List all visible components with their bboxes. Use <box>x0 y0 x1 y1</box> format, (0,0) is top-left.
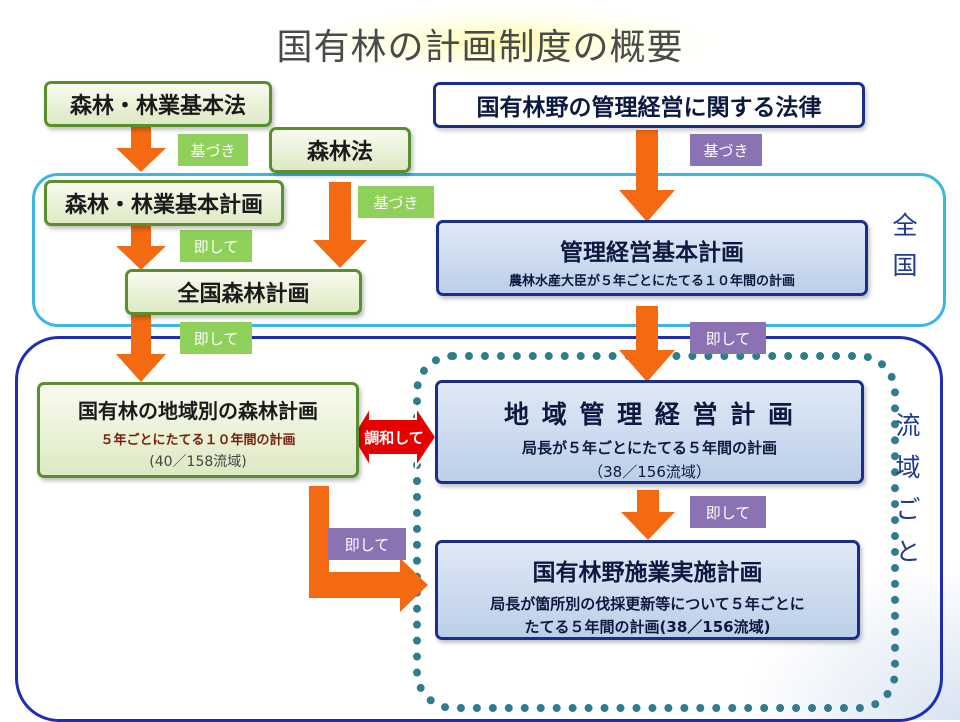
forest-basic-plan-box: 森林・林業基本計画 <box>44 180 284 226</box>
regional-management-plan-note: （38／156流域） <box>588 463 711 481</box>
basin-label: 流 域 ご と <box>888 412 928 566</box>
forest-law-label: 森林法 <box>306 140 373 165</box>
implementation-plan-title: 国有林野施業実施計画 <box>532 560 763 586</box>
title-glow <box>300 6 720 76</box>
accord-tag: 即して <box>690 496 766 528</box>
arrow-down <box>116 226 166 270</box>
regional-forest-plan-box: 国有林の地域別の森林計画 ５年ごとにたてる１０年間の計画 (40／158流域) <box>37 382 359 478</box>
national-label-char: 国 <box>892 251 918 280</box>
arrow-down <box>621 490 675 540</box>
arrow-down <box>619 306 675 382</box>
based-on-tag: 基づき <box>358 186 434 218</box>
regional-forest-plan-sub: ５年ごとにたてる１０年間の計画 <box>100 433 296 448</box>
harmony-label: 調和して <box>364 429 424 447</box>
implementation-plan-box: 国有林野施業実施計画 局長が箇所別の伐採更新等について５年ごとに たてる５年間の… <box>435 540 860 640</box>
regional-management-plan-box: 地 域 管 理 経 営 計 画 局長が５年ごとにたてる５年間の計画 （38／15… <box>435 380 864 484</box>
basin-label-char: 域 <box>895 453 921 482</box>
regional-management-plan-sub: 局長が５年ごとにたてる５年間の計画 <box>521 439 777 457</box>
arrow-down <box>313 182 367 268</box>
implementation-plan-sub: 局長が箇所別の伐採更新等について５年ごとに <box>490 595 805 613</box>
forest-basic-law-box: 森林・林業基本法 <box>44 81 272 127</box>
basin-label-char: 流 <box>895 411 921 440</box>
arrow-down <box>116 125 166 172</box>
management-basic-plan-sub: 農林水産大臣が５年ごとにたてる１０年間の計画 <box>508 274 795 289</box>
accord-tag: 即して <box>180 322 252 354</box>
accord-tag: 即して <box>690 322 766 354</box>
regional-forest-plan-title: 国有林の地域別の森林計画 <box>78 399 318 423</box>
page-title: 国有林の計画制度の概要 <box>276 27 684 68</box>
national-forest-plan-label: 全国森林計画 <box>177 282 310 307</box>
accord-tag: 即して <box>328 528 406 560</box>
national-label-char: 全 <box>892 211 918 240</box>
arrow-down <box>619 130 675 222</box>
accord-tag: 即して <box>180 230 252 262</box>
based-on-tag: 基づき <box>690 134 762 166</box>
management-basic-plan-box: 管理経営基本計画 農林水産大臣が５年ごとにたてる１０年間の計画 <box>436 220 868 296</box>
arrow-elbow <box>309 486 428 612</box>
forest-basic-law-label: 森林・林業基本法 <box>69 94 246 119</box>
based-on-tag: 基づき <box>178 134 248 166</box>
national-label: 全 国 <box>885 212 925 280</box>
national-forest-law-box: 国有林野の管理経営に関する法律 <box>433 82 865 128</box>
management-basic-plan-title: 管理経営基本計画 <box>560 240 744 266</box>
forest-law-box: 森林法 <box>269 127 411 173</box>
arrow-down <box>116 314 166 382</box>
basin-label-char: と <box>895 537 921 566</box>
national-forest-law-label: 国有林野の管理経営に関する法律 <box>476 95 822 121</box>
implementation-plan-sub: たてる５年間の計画(38／156流域) <box>524 618 771 636</box>
regional-forest-plan-note: (40／158流域) <box>149 454 247 470</box>
national-region <box>32 173 946 327</box>
national-forest-plan-box: 全国森林計画 <box>125 269 362 315</box>
forest-basic-plan-label: 森林・林業基本計画 <box>64 193 263 218</box>
regional-management-plan-title: 地 域 管 理 経 営 計 画 <box>504 400 795 429</box>
basin-label-char: ご <box>895 495 921 524</box>
